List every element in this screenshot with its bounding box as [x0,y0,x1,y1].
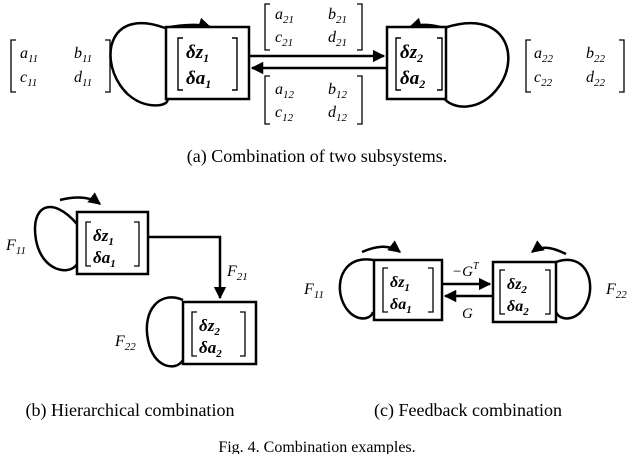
matrix-left: a11 b11 c11 d11 [10,39,111,93]
self-loop-a1 [109,21,169,107]
svg-text:c22: c22 [534,69,553,89]
panel-a: δz1 δa1 δz2 δa2 a11 b11 c11 d11 a21 b21 … [10,3,625,167]
label-b-f21: F21 [226,263,248,283]
caption-a: (a) Combination of two subsystems. [187,146,447,167]
svg-text:c11: c11 [20,69,37,89]
svg-text:δz1: δz1 [186,42,209,65]
label-b-f22: F22 [114,333,136,353]
matrix-bottom: a12 b12 c12 d12 [264,75,363,125]
box-b1-vector: δz1 δa1 [85,221,140,270]
self-loop-b1 [33,205,79,272]
label-c-top: −GT [452,261,480,280]
svg-text:δa2: δa2 [199,338,222,360]
svg-text:c12: c12 [275,104,294,124]
svg-text:d22: d22 [586,69,606,89]
panel-c: δz1 δa1 δz2 δa2 −GT G F11 F22 (c) Feedba… [303,240,627,421]
svg-text:δa2: δa2 [400,68,425,91]
state-box-1 [164,25,251,101]
box-c2-vector: δz2 δa2 [499,269,551,318]
self-loop-b2 [145,296,185,368]
box-b2-vector: δz2 δa2 [191,311,246,360]
box2-vector: δz2 δa2 [395,37,443,91]
svg-text:a11: a11 [20,45,38,65]
svg-text:a12: a12 [275,81,295,101]
svg-text:δa2: δa2 [507,298,529,318]
svg-text:δa1: δa1 [93,248,116,270]
caption-c: (c) Feedback combination [374,400,562,421]
label-c-bottom: G [462,306,473,322]
arrow-b-hierarchical [148,235,227,300]
self-loop-c2-head [530,240,567,256]
svg-text:δz2: δz2 [199,316,220,338]
svg-text:d12: d12 [328,104,348,124]
svg-text:b21: b21 [328,6,347,26]
svg-text:b22: b22 [586,45,606,65]
svg-text:c21: c21 [275,29,293,49]
svg-text:δa1: δa1 [186,68,211,91]
caption-b: (b) Hierarchical combination [26,400,235,421]
matrix-right: a22 b22 c22 d22 [525,39,625,93]
svg-text:a21: a21 [275,6,294,26]
matrix-top: a21 b21 c21 d21 [264,3,363,51]
box1-vector: δz1 δa1 [177,37,238,91]
svg-text:δz2: δz2 [507,276,527,296]
svg-text:d11: d11 [74,69,92,89]
svg-text:b11: b11 [74,45,92,65]
state-box-2 [385,25,448,101]
panel-b: δz1 δa1 δz2 δa2 F11 F21 F22 (b) Hierarch… [5,192,258,421]
label-c-f22: F22 [605,281,627,301]
state-box-c2 [491,260,558,324]
figure-caption: Fig. 4. Combination examples. [218,439,415,454]
svg-text:δz2: δz2 [400,42,423,65]
self-loop-c1 [338,258,375,320]
svg-text:δz1: δz1 [390,274,410,294]
svg-text:a22: a22 [534,45,554,65]
svg-text:δa1: δa1 [390,296,412,316]
box-c1-vector: δz1 δa1 [382,267,434,316]
self-loop-a2 [442,21,510,108]
svg-text:b12: b12 [328,81,348,101]
svg-text:d21: d21 [328,29,347,49]
state-box-c1 [372,258,444,322]
self-loop-b1-head [59,192,102,206]
label-c-f11: F11 [303,281,324,301]
svg-text:δz1: δz1 [93,226,114,248]
self-loop-c1-head [361,240,402,254]
self-loop-c2 [554,258,592,320]
label-b-f11: F11 [5,237,26,257]
